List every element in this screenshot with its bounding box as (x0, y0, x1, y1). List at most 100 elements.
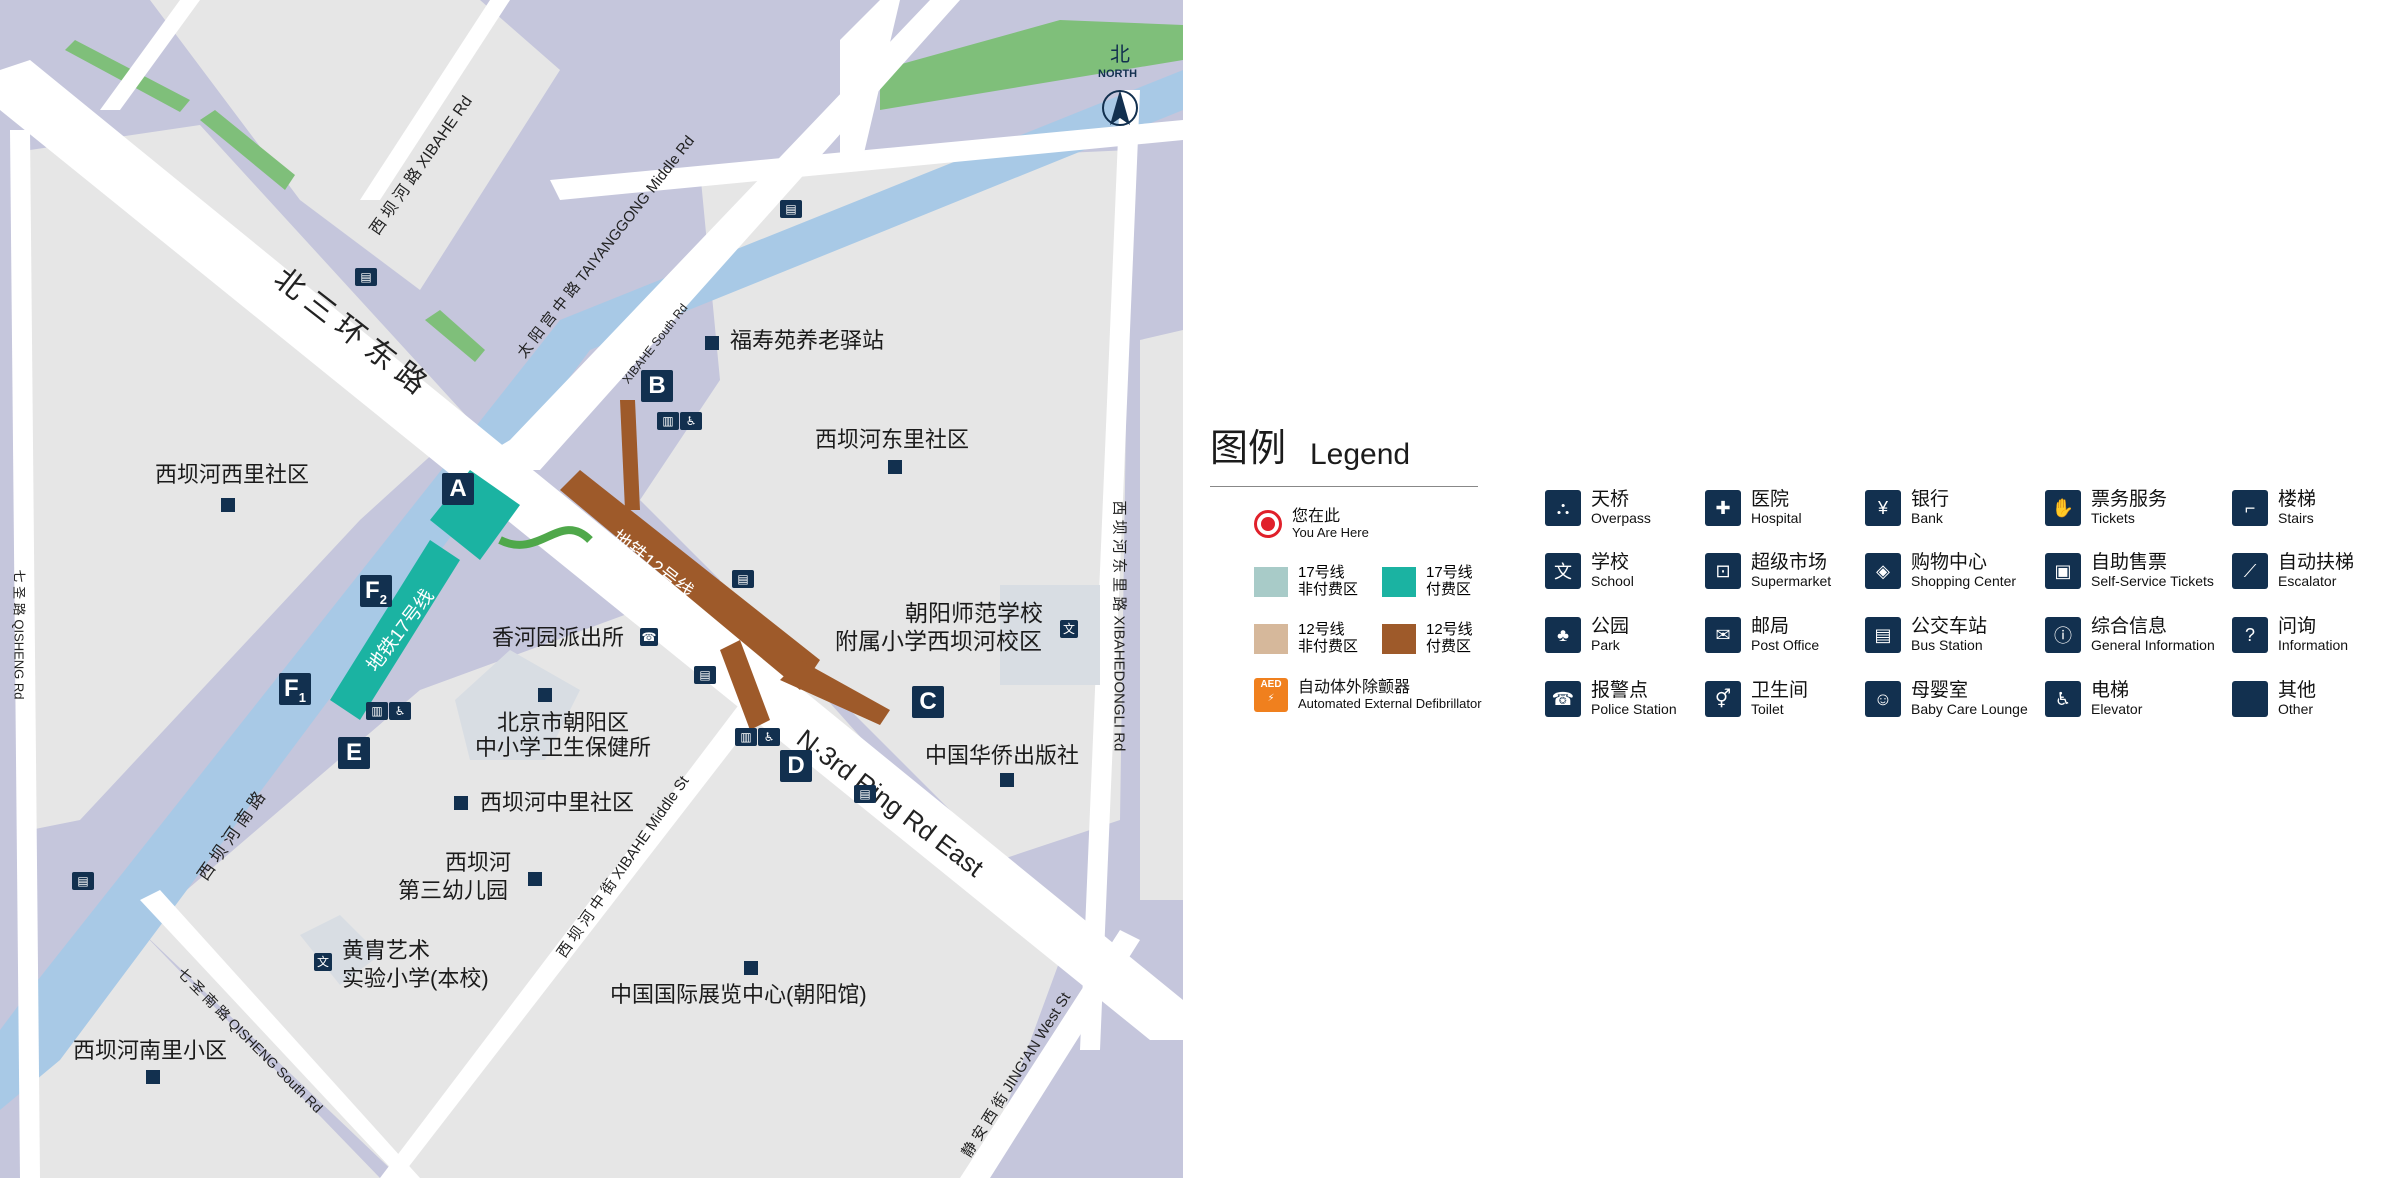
tickets-icon: ✋ (2045, 490, 2081, 527)
park-icon: ♣ (1545, 617, 1581, 654)
exit-f2-sub: 2 (379, 591, 387, 607)
place-huangjing-1: 黄胄艺术 (342, 938, 431, 963)
legend-item-cn: 自助售票 (2091, 552, 2168, 573)
legend-item-en: General Information (2091, 636, 2215, 653)
escalator-icon: ⟋ (2232, 553, 2268, 590)
legend-item-en: Police Station (1591, 700, 1677, 717)
exit-e[interactable]: E (338, 737, 370, 769)
bus-icon: ▤ (355, 268, 377, 286)
legend-item-cn: 其他 (2278, 680, 2317, 701)
you-are-here-icon (1254, 509, 1282, 538)
place-clinic-2: 中小学卫生保健所 (475, 735, 652, 761)
legend-item-cn: 天桥 (1591, 489, 1630, 510)
place-nanli: 西坝河南里小区 (73, 1038, 228, 1063)
legend-item-en: Bank (1911, 509, 1943, 526)
legend-item-en: Tickets (2091, 509, 2135, 526)
post-icon: ✉ (1705, 617, 1741, 654)
exit-b[interactable]: B (641, 370, 673, 402)
legend-item-cn: 母婴室 (1911, 680, 1969, 701)
legend-item-cn: 问询 (2278, 616, 2317, 637)
elevator-icon: ▥ (735, 728, 757, 746)
legend-l12-paid: 12号线付费区 (1382, 621, 1473, 655)
legend-item-cn: 公园 (1591, 616, 1630, 637)
place-kindergarten-1: 西坝河 (445, 850, 512, 875)
place-expo: 中国国际展览中心(朝阳馆) (610, 982, 867, 1007)
stairs-icon: ⌐ (2232, 490, 2268, 527)
poi-marker (538, 688, 552, 702)
you-are-here-en: You Are Here (1292, 524, 1369, 540)
legend-item-cn: 医院 (1751, 489, 1790, 510)
l12-free-2: 非付费区 (1298, 637, 1359, 655)
place-huaqiao: 中国华侨出版社 (925, 743, 1080, 768)
legend-item-en: Hospital (1751, 509, 1802, 526)
place-zhongli: 西坝河中里社区 (480, 790, 635, 815)
legend-item-cn: 超级市场 (1751, 552, 1828, 573)
baby-icon: ☺ (1865, 681, 1901, 718)
exit-f2[interactable]: F2 (360, 575, 392, 607)
legend-item-cn: 报警点 (1591, 680, 1649, 701)
accessible-icon: ♿ (680, 412, 702, 430)
accessible-icon: ♿ (758, 728, 780, 746)
bank-icon: ¥ (1865, 490, 1901, 527)
legend-item-cn: 购物中心 (1911, 552, 1988, 573)
toilet-icon: ⚥ (1705, 681, 1741, 718)
swatch-l12-free (1254, 623, 1288, 654)
exit-d[interactable]: D (780, 750, 812, 782)
overpass-icon: ⛬ (1545, 490, 1581, 527)
elevator-icon: ▥ (366, 702, 388, 720)
legend-item-cn: 楼梯 (2278, 489, 2317, 510)
compass-cn: 北 (1110, 44, 1130, 66)
legend-item-en: Supermarket (1751, 572, 1832, 589)
place-school-2: 附属小学西坝河校区 (835, 628, 1042, 654)
poi-marker (454, 796, 468, 810)
aed-icon: AED⚡ (1254, 678, 1288, 712)
exit-f1-sub: 1 (298, 689, 306, 705)
other-icon (2232, 681, 2268, 718)
aed-badge: AED (1260, 679, 1282, 690)
bus-icon: ▤ (694, 666, 716, 684)
police-icon: ☎ (640, 628, 658, 646)
l17-free-1: 17号线 (1298, 564, 1345, 581)
bus-icon: ▤ (780, 200, 802, 218)
road-xibahe-dongli: 西 坝 河 东 里 路 XIBAHEDONGLI Rd (1110, 500, 1128, 752)
exit-f2-letter: F (365, 577, 380, 604)
exit-f1[interactable]: F1 (279, 673, 311, 705)
school-icon: 文 (1545, 553, 1581, 590)
legend-item-cn: 银行 (1911, 489, 1950, 510)
legend-item-cn: 邮局 (1751, 616, 1790, 637)
place-school-1: 朝阳师范学校 (905, 600, 1043, 626)
aed-cn: 自动体外除颤器 (1298, 679, 1411, 697)
station-map: 北 NORTH 北 三 环 东 路 N·3rd Ring Rd East 西 坝… (0, 0, 1183, 1178)
legend-item-en: Self-Service Tickets (2091, 572, 2214, 589)
exit-a[interactable]: A (442, 473, 474, 505)
legend-item-en: School (1591, 572, 1634, 589)
legend-item-en: Post Office (1751, 636, 1820, 653)
legend-item-cn: 公交车站 (1911, 616, 1988, 637)
police-icon: ☎ (1545, 681, 1581, 718)
bus-icon: ▤ (1865, 617, 1901, 654)
legend-title-en: Legend (1310, 438, 1411, 471)
legend-l17-free: 17号线非付费区 (1254, 564, 1358, 598)
exit-c[interactable]: C (912, 686, 944, 718)
aed-en: Automated External Defibrillator (1298, 695, 1482, 711)
legend-item-en: Escalator (2278, 572, 2337, 589)
exit-f1-letter: F (284, 675, 299, 702)
legend-item-en: Other (2278, 700, 2314, 717)
bus-icon: ▤ (854, 785, 876, 803)
shopping-icon: ◈ (1865, 553, 1901, 590)
map-graphics (0, 0, 1183, 1178)
legend-item-en: Elevator (2091, 700, 2143, 717)
legend-divider (1210, 486, 1478, 487)
place-clinic: 北京市朝阳区中小学卫生保健所 (475, 710, 651, 761)
legend-item-en: Stairs (2278, 509, 2314, 526)
legend-item-en: Shopping Center (1911, 572, 2017, 589)
